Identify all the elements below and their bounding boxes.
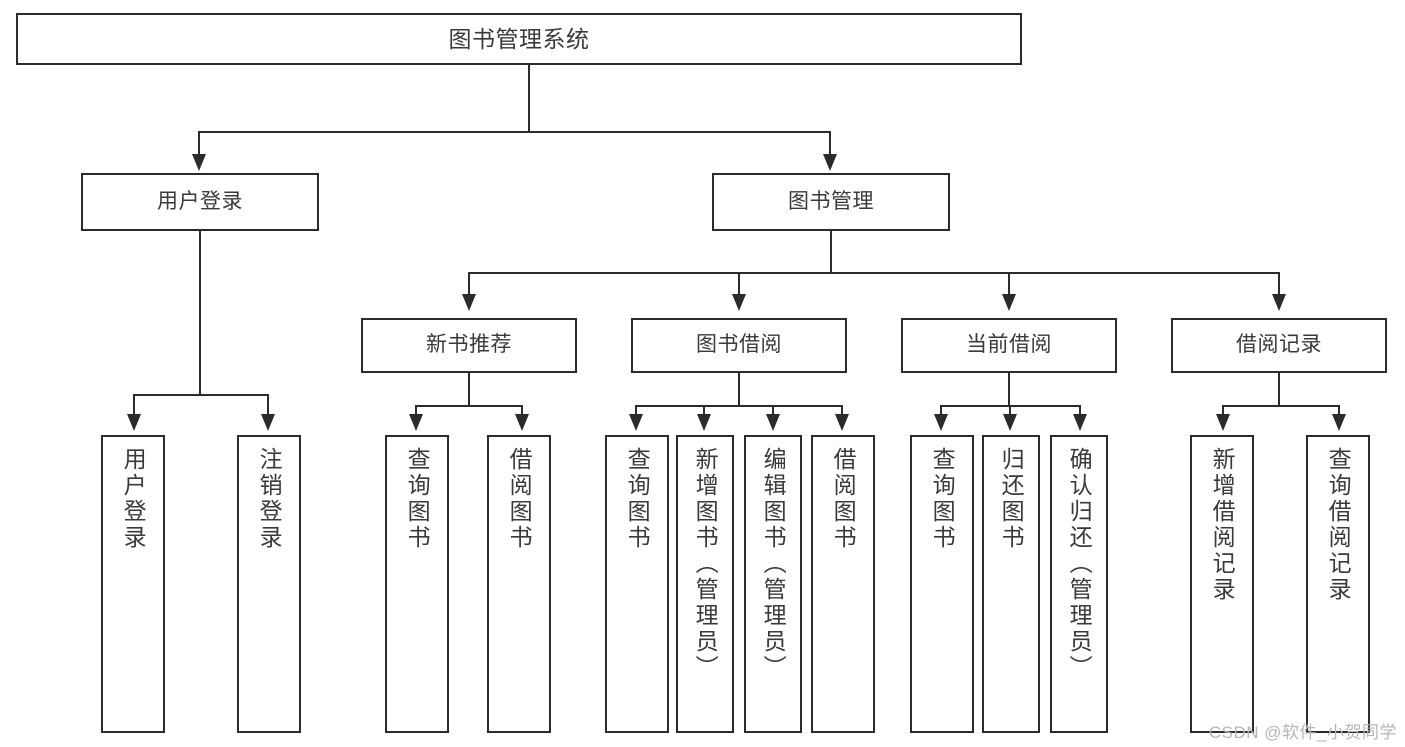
node-label: 当前借阅 bbox=[966, 333, 1052, 357]
arrowhead-newbook-1 bbox=[409, 414, 423, 431]
arrowhead-bookmgmt-1 bbox=[462, 294, 476, 311]
connector-bookmgmt-branch-2 bbox=[738, 272, 740, 296]
connector-current-branch-3 bbox=[1079, 405, 1081, 416]
leaf-confirm-return-admin[interactable]: 确认归还（管理员） bbox=[1050, 435, 1108, 733]
connector-records-branch-2 bbox=[1338, 405, 1340, 416]
connector-records-branch-1 bbox=[1222, 405, 1224, 416]
connector-newbook-stem bbox=[468, 373, 470, 406]
leaf-user-login[interactable]: 用户登录 bbox=[101, 435, 165, 733]
leaf-borrow-book-newbook[interactable]: 借阅图书 bbox=[487, 435, 551, 733]
leaf-return-book[interactable]: 归还图书 bbox=[982, 435, 1040, 733]
leaf-logout[interactable]: 注销登录 bbox=[237, 435, 301, 733]
node-label: 用户登录 bbox=[157, 189, 243, 213]
connector-bookmgmt-branch-3 bbox=[1008, 272, 1010, 296]
node-label: 新书推荐 bbox=[426, 333, 512, 357]
node-label: 图书管理 bbox=[788, 189, 874, 213]
leaf-label: 查询借阅记录 bbox=[1325, 447, 1352, 603]
csdn-watermark: CSDN @软件_小贺同学 bbox=[1208, 723, 1397, 742]
connector-login-bar bbox=[133, 394, 267, 396]
leaf-query-book-current[interactable]: 查询图书 bbox=[910, 435, 974, 733]
node-label: 借阅记录 bbox=[1236, 333, 1322, 357]
node-book-management[interactable]: 图书管理 bbox=[712, 173, 950, 231]
leaf-label: 借阅图书 bbox=[506, 447, 533, 551]
node-label: 图书管理系统 bbox=[448, 25, 590, 52]
arrowhead-borrow-2 bbox=[697, 414, 711, 431]
connector-records-stem bbox=[1278, 373, 1280, 406]
arrowhead-records-1 bbox=[1216, 414, 1230, 431]
leaf-label: 编辑图书（管理员） bbox=[760, 447, 787, 681]
leaf-add-borrow-record[interactable]: 新增借阅记录 bbox=[1190, 435, 1254, 733]
arrowhead-borrow-3 bbox=[766, 414, 780, 431]
connector-borrow-branch-1 bbox=[635, 405, 637, 416]
node-current-borrow[interactable]: 当前借阅 bbox=[901, 318, 1117, 373]
node-root-system[interactable]: 图书管理系统 bbox=[16, 13, 1022, 65]
leaf-label: 归还图书 bbox=[998, 447, 1025, 551]
node-book-borrow[interactable]: 图书借阅 bbox=[631, 318, 847, 373]
connector-root-to-bookmgmt bbox=[829, 131, 831, 156]
arrowhead-bookmgmt-2 bbox=[732, 294, 746, 311]
connector-bookmgmt-stem bbox=[830, 231, 832, 273]
connector-borrow-bar bbox=[635, 405, 841, 407]
leaf-label: 注销登录 bbox=[256, 447, 283, 551]
leaf-label: 用户登录 bbox=[120, 447, 147, 551]
connector-login-stem bbox=[199, 231, 201, 395]
connector-current-stem bbox=[1008, 373, 1010, 406]
connector-borrow-branch-2 bbox=[703, 405, 705, 416]
arrowhead-login-leaf-1 bbox=[127, 414, 141, 431]
connector-borrow-branch-4 bbox=[841, 405, 843, 416]
node-user-login[interactable]: 用户登录 bbox=[81, 173, 319, 231]
leaf-label: 新增图书（管理员） bbox=[692, 447, 719, 681]
connector-current-branch-1 bbox=[940, 405, 942, 416]
leaf-add-book-admin[interactable]: 新增图书（管理员） bbox=[676, 435, 734, 733]
leaf-label: 查询图书 bbox=[404, 447, 431, 551]
arrowhead-root-to-login bbox=[192, 154, 206, 171]
arrowhead-login-leaf-2 bbox=[261, 414, 275, 431]
connector-newbook-bar bbox=[415, 405, 521, 407]
connector-login-branch-2 bbox=[267, 394, 269, 416]
node-borrow-records[interactable]: 借阅记录 bbox=[1171, 318, 1387, 373]
arrowhead-root-to-bookmgmt bbox=[823, 154, 837, 171]
node-label: 图书借阅 bbox=[696, 333, 782, 357]
connector-root-to-login bbox=[198, 131, 200, 156]
node-new-book-recommend[interactable]: 新书推荐 bbox=[361, 318, 577, 373]
connector-current-branch-2 bbox=[1009, 405, 1011, 416]
connector-bookmgmt-branch-1 bbox=[468, 272, 470, 296]
connector-login-branch-1 bbox=[133, 394, 135, 416]
leaf-label: 借阅图书 bbox=[830, 447, 857, 551]
connector-newbook-branch-2 bbox=[521, 405, 523, 416]
arrowhead-bookmgmt-4 bbox=[1272, 294, 1286, 311]
arrowhead-borrow-4 bbox=[835, 414, 849, 431]
leaf-query-book-borrow[interactable]: 查询图书 bbox=[605, 435, 669, 733]
arrowhead-current-1 bbox=[934, 414, 948, 431]
connector-root-stem bbox=[528, 65, 530, 132]
arrowhead-current-3 bbox=[1073, 414, 1087, 431]
leaf-query-borrow-record[interactable]: 查询借阅记录 bbox=[1306, 435, 1370, 733]
arrowhead-records-2 bbox=[1332, 414, 1346, 431]
arrowhead-newbook-2 bbox=[515, 414, 529, 431]
leaf-label: 新增借阅记录 bbox=[1209, 447, 1236, 603]
connector-bookmgmt-bar bbox=[468, 272, 1279, 274]
leaf-borrow-book[interactable]: 借阅图书 bbox=[811, 435, 875, 733]
leaf-label: 确认归还（管理员） bbox=[1066, 447, 1093, 681]
arrowhead-current-2 bbox=[1003, 414, 1017, 431]
arrowhead-bookmgmt-3 bbox=[1002, 294, 1016, 311]
connector-borrow-stem bbox=[738, 373, 740, 406]
leaf-label: 查询图书 bbox=[624, 447, 651, 551]
connector-root-bar bbox=[198, 131, 830, 133]
connector-borrow-branch-3 bbox=[772, 405, 774, 416]
leaf-query-book-newbook[interactable]: 查询图书 bbox=[385, 435, 449, 733]
connector-records-bar bbox=[1222, 405, 1338, 407]
connector-newbook-branch-1 bbox=[415, 405, 417, 416]
leaf-edit-book-admin[interactable]: 编辑图书（管理员） bbox=[744, 435, 802, 733]
leaf-label: 查询图书 bbox=[929, 447, 956, 551]
connector-bookmgmt-branch-4 bbox=[1278, 272, 1280, 296]
arrowhead-borrow-1 bbox=[629, 414, 643, 431]
